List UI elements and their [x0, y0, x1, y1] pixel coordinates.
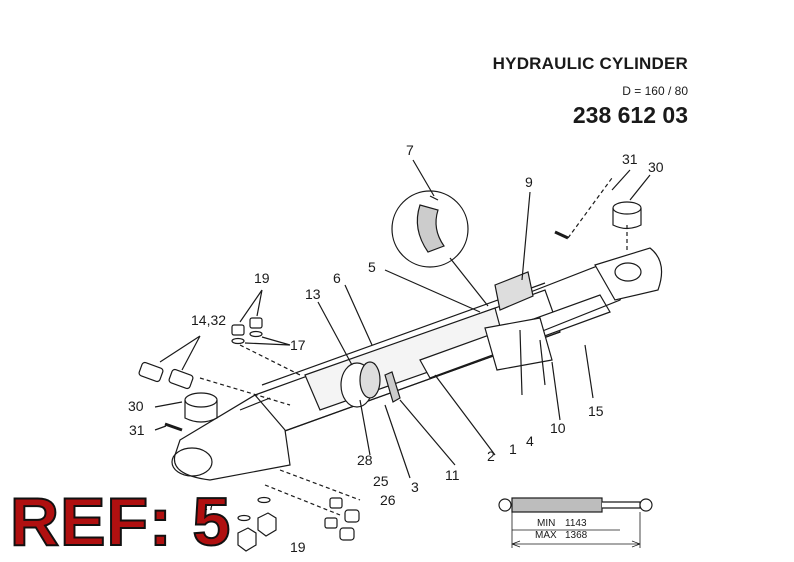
bushing-left	[184, 392, 218, 408]
seal-detail-circle	[391, 190, 469, 268]
callout-17-top: 17	[290, 337, 306, 353]
stroke-min-label: MIN	[537, 518, 556, 529]
callout-30-left: 30	[128, 398, 144, 414]
callout-6: 6	[333, 270, 341, 286]
callout-25: 25	[373, 473, 389, 489]
callout-2: 2	[487, 448, 495, 464]
callout-7: 7	[406, 142, 414, 158]
callout-31-top: 31	[622, 151, 638, 167]
callout-26: 26	[380, 492, 396, 508]
callout-13: 13	[305, 286, 321, 302]
callout-15: 15	[588, 403, 604, 419]
callout-4: 4	[526, 433, 534, 449]
dimension-label: D = 160 / 80	[622, 84, 688, 98]
bushing-top	[612, 201, 642, 215]
callout-9: 9	[525, 174, 533, 190]
callout-3: 3	[411, 479, 419, 495]
callout-5: 5	[368, 259, 376, 275]
stroke-max-label: MAX	[535, 530, 557, 541]
part-number: 238 612 03	[572, 102, 688, 128]
callout-28: 28	[357, 452, 373, 468]
ref-badge: REF: 5	[9, 484, 232, 560]
stroke-indicator	[498, 497, 653, 548]
callout-11: 11	[445, 467, 460, 483]
callout-19-bottom: 19	[290, 539, 306, 555]
callout-30-top: 30	[648, 159, 664, 175]
callout-10: 10	[550, 420, 566, 436]
callout-19-top: 19	[254, 270, 270, 286]
callout-14-32: 14,32	[191, 312, 227, 328]
callout-17-bottom: 17	[200, 497, 216, 513]
callout-1: 1	[509, 441, 517, 457]
drawing-title: HYDRAULIC CYLINDER	[492, 54, 688, 73]
stroke-max-value: 1368	[565, 530, 588, 541]
stroke-min-value: 1143	[565, 518, 587, 529]
callout-31-left: 31	[129, 422, 145, 438]
rod-eye	[594, 247, 663, 301]
